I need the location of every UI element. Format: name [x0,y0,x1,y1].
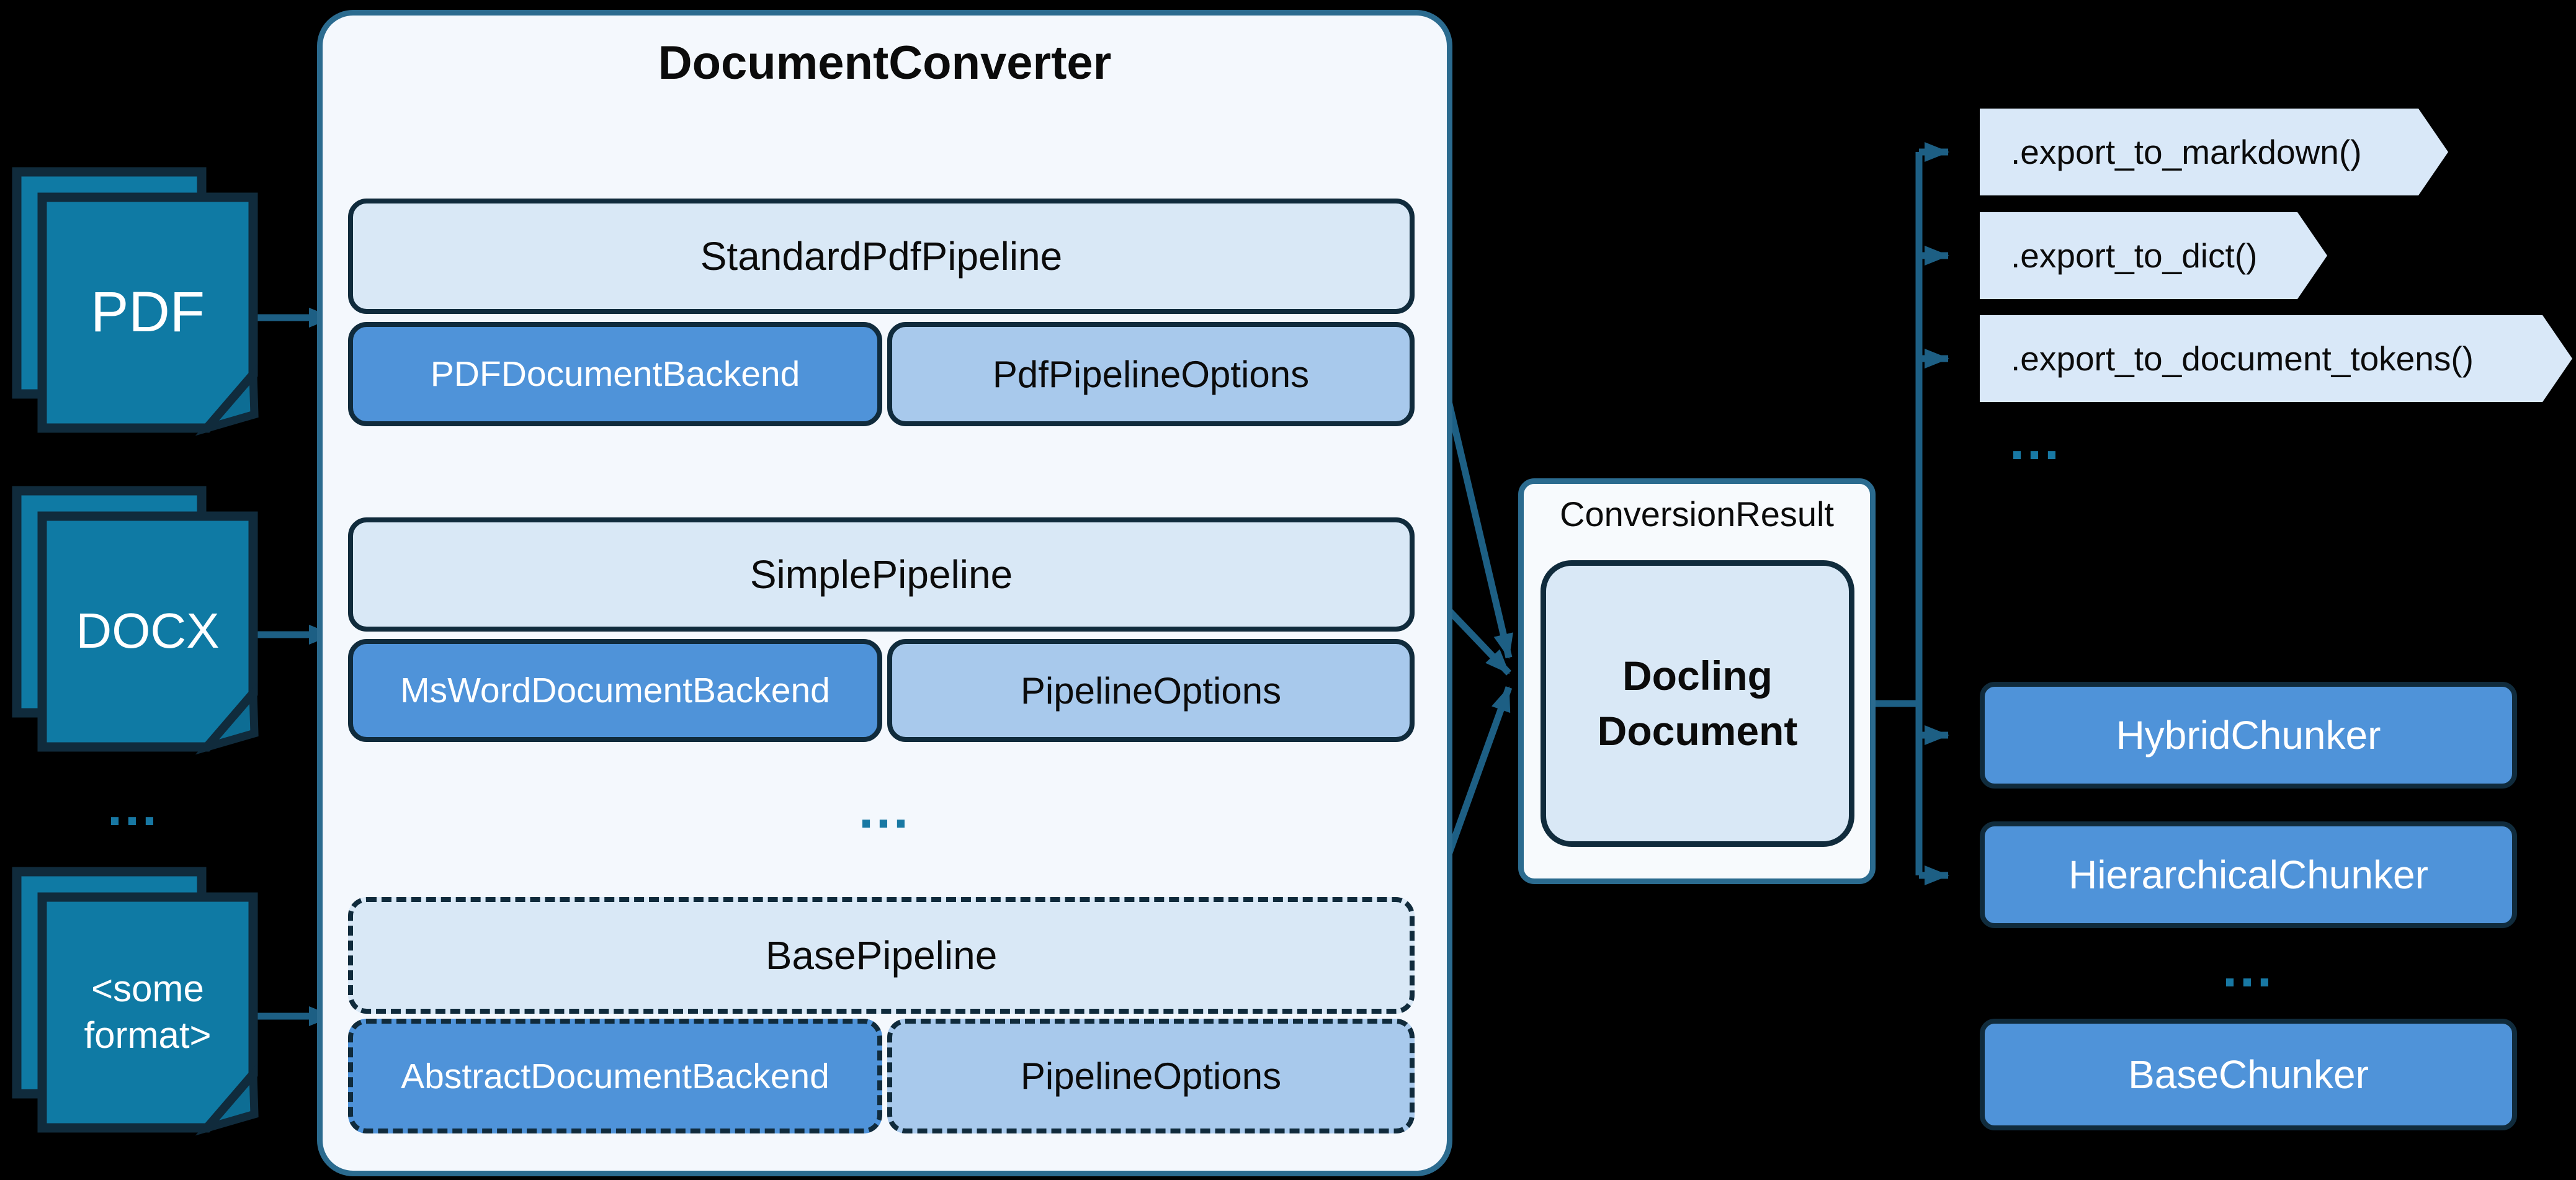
document-converter-title: DocumentConverter [658,37,1112,89]
docx-document-glyph [12,486,259,755]
pipelines-ellipsis: ... [859,780,911,839]
docling-document-box: Docling Document [1541,560,1854,847]
chunkers-ellipsis: ... [2222,939,2274,998]
export-tag-dict: .export_to_dict() [1980,212,2327,299]
chunker-hierarchical-box: HierarchicalChunker [1980,821,2517,928]
pipeline-standard-backend-label: PDFDocumentBackend [430,354,800,394]
chunker-hybrid-box: HybridChunker [1980,682,2517,789]
pipeline-base-box: BasePipeline [348,897,1415,1014]
chunker-hybrid-label: HybridChunker [2116,713,2381,758]
input-someformat-icon: <some format> [11,866,259,1136]
pipeline-standard-label: StandardPdfPipeline [700,234,1063,279]
docling-document-label: Docling Document [1597,652,1798,754]
someformat-page-fold [195,1064,259,1136]
pipeline-standard-options-box: PdfPipelineOptions [887,322,1415,426]
pipeline-simple-label: SimplePipeline [749,552,1013,597]
pipeline-standard-backend-box: PDFDocumentBackend [348,322,882,426]
chunker-base-label: BaseChunker [2128,1052,2369,1097]
pipeline-simple-options-box: PipelineOptions [887,639,1415,742]
export-tag-markdown: .export_to_markdown() [1980,109,2448,195]
export-tag-document-tokens-label: .export_to_document_tokens() [2011,339,2474,378]
chunker-hierarchical-label: HierarchicalChunker [2068,852,2428,897]
pdf-page-fold [195,364,259,436]
input-pdf-label: PDF [91,280,205,344]
pipeline-base-label: BasePipeline [765,933,998,978]
conversion-result-label: ConversionResult [1560,494,1834,534]
inputs-ellipsis: ... [107,777,159,837]
pipeline-standard-options-label: PdfPipelineOptions [992,353,1310,395]
pipeline-simple-options-label: PipelineOptions [1020,669,1282,712]
export-tag-document-tokens: .export_to_document_tokens() [1980,315,2572,402]
chunker-base-box: BaseChunker [1980,1019,2517,1130]
pipeline-standard-box: StandardPdfPipeline [348,199,1415,314]
exports-ellipsis: ... [2010,411,2062,471]
someformat-document-glyph [12,867,259,1136]
pipeline-base-options-box: PipelineOptions [887,1019,1415,1133]
pdf-document-glyph [12,167,259,436]
input-someformat-label: <some format> [84,968,212,1056]
input-docx-icon: DOCX [11,485,259,755]
input-pdf-icon: PDF [11,166,259,436]
export-tag-markdown-label: .export_to_markdown() [2011,133,2362,171]
pipeline-simple-backend-label: MsWordDocumentBackend [400,671,830,710]
export-tag-dict-label: .export_to_dict() [2011,236,2258,275]
input-docx-label: DOCX [76,603,220,658]
pipeline-simple-backend-box: MsWordDocumentBackend [348,639,882,742]
pipeline-simple-box: SimplePipeline [348,517,1415,632]
pipeline-base-backend-label: AbstractDocumentBackend [401,1056,830,1096]
pipeline-base-backend-box: AbstractDocumentBackend [348,1019,882,1133]
pipeline-base-options-label: PipelineOptions [1020,1055,1282,1097]
docx-page-fold [195,683,259,755]
